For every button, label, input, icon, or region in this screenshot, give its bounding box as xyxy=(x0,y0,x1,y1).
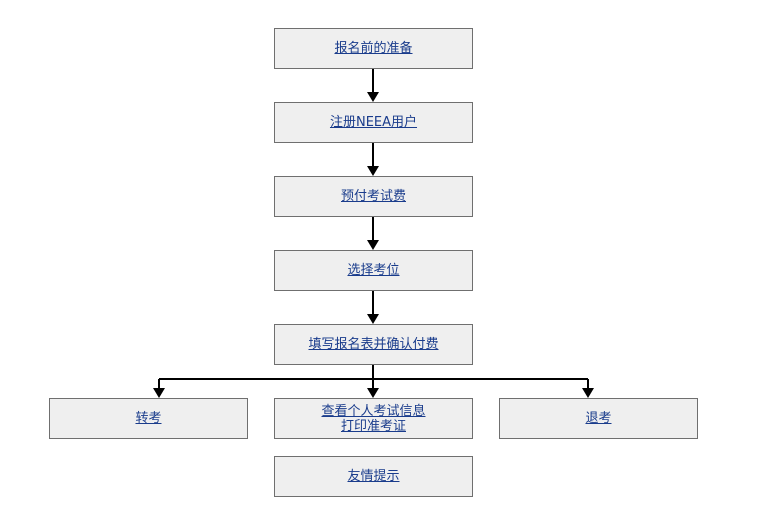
step-select-seat: 选择考位 xyxy=(274,250,473,291)
tips-link[interactable]: 友情提示 xyxy=(347,469,400,484)
arrowhead-select xyxy=(367,240,379,250)
step-prepay: 预付考试费 xyxy=(274,176,473,217)
prepare-link[interactable]: 报名前的准备 xyxy=(334,41,413,56)
step-withdraw: 退考 xyxy=(499,398,698,439)
transfer-link[interactable]: 转考 xyxy=(135,411,162,426)
step-fill-form: 填写报名表并确认付费 xyxy=(274,324,473,365)
arrowhead-register xyxy=(367,92,379,102)
arrowhead-withdraw xyxy=(582,388,594,398)
fill-form-link[interactable]: 填写报名表并确认付费 xyxy=(308,337,439,352)
arrowhead-view xyxy=(367,388,379,398)
print-ticket-link[interactable]: 打印准考证 xyxy=(340,418,406,434)
view-info-link[interactable]: 查看个人考试信息 xyxy=(321,403,426,419)
select-seat-link[interactable]: 选择考位 xyxy=(347,263,400,278)
prepay-link[interactable]: 预付考试费 xyxy=(340,189,406,204)
withdraw-link[interactable]: 退考 xyxy=(585,411,612,426)
arrowhead-transfer xyxy=(153,388,165,398)
arrowhead-fill xyxy=(367,314,379,324)
step-prepare: 报名前的准备 xyxy=(274,28,473,69)
register-link[interactable]: 注册NEEA用户 xyxy=(329,115,418,130)
step-view-info: 查看个人考试信息 打印准考证 xyxy=(274,398,473,439)
step-register: 注册NEEA用户 xyxy=(274,102,473,143)
step-transfer: 转考 xyxy=(49,398,248,439)
step-tips: 友情提示 xyxy=(274,456,473,497)
arrowhead-prepay xyxy=(367,166,379,176)
